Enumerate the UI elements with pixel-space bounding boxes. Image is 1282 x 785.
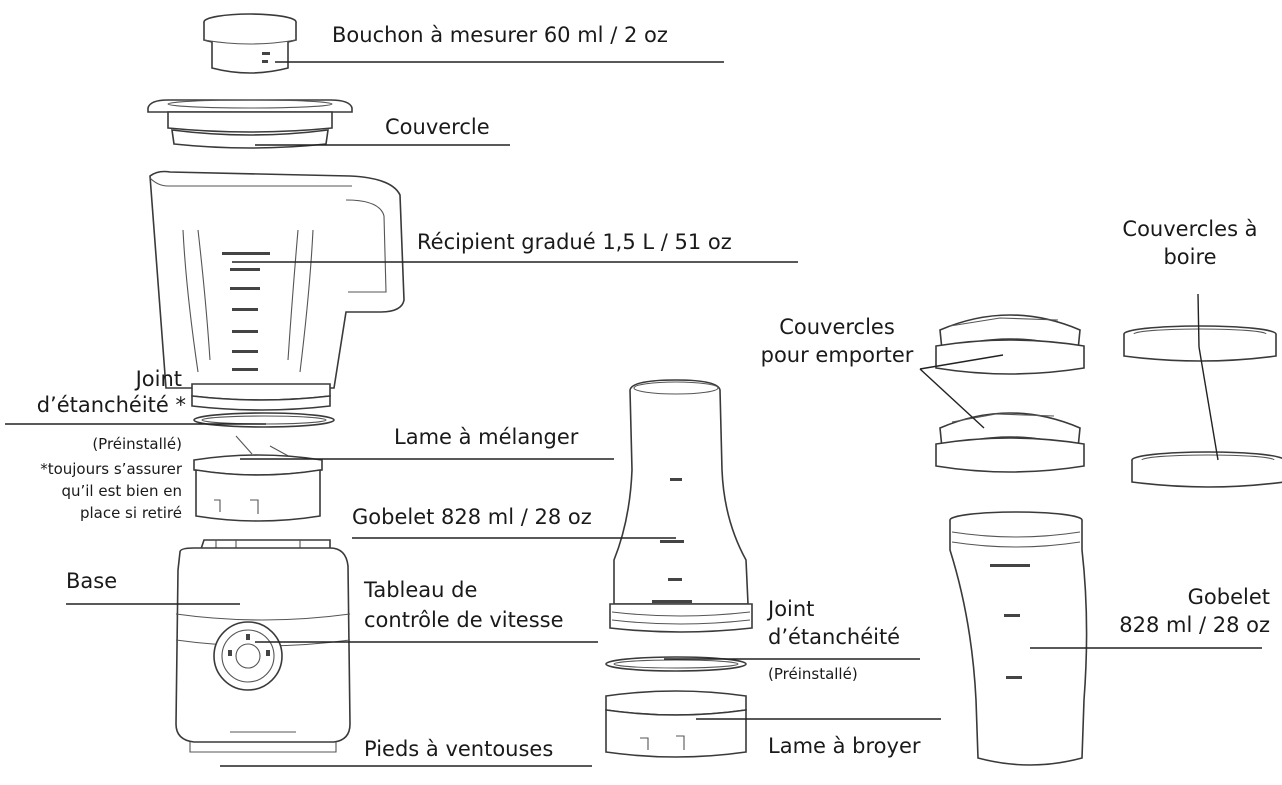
label-grinding-blade: Lame à broyer (768, 733, 921, 759)
label-preinstalled-center: (Préinstallé) (768, 664, 858, 684)
label-note-line1: *toujours s’assurer (20, 459, 182, 479)
label-cup-center: Gobelet 828 ml / 28 oz (352, 504, 592, 530)
label-speed-panel-line1: Tableau de (364, 577, 477, 603)
measuring-cap-illustration (204, 14, 296, 73)
label-note-line2: qu’il est bien en (20, 481, 182, 501)
lid-illustration (148, 100, 352, 148)
label-drinking-lids-line2: boire (1100, 244, 1280, 270)
label-suction-feet: Pieds à ventouses (364, 736, 553, 762)
label-lid: Couvercle (385, 114, 490, 140)
label-travel-lids-line2: pour emporter (752, 342, 922, 368)
jar-seal-illustration (194, 413, 334, 427)
right-cup-illustration (950, 512, 1087, 765)
label-cup-right-line2: 828 ml / 28 oz (1060, 612, 1270, 638)
label-seal-center-line1: Joint (768, 596, 814, 622)
grinding-blade-illustration (606, 691, 746, 757)
base-illustration (176, 540, 350, 752)
label-drinking-lids-line1: Couvercles à (1100, 216, 1280, 242)
label-jar: Récipient gradué 1,5 L / 51 oz (417, 229, 732, 255)
label-travel-lids-line1: Couvercles (752, 314, 922, 340)
label-cup-right-line1: Gobelet (1060, 584, 1270, 610)
jar-illustration (150, 172, 404, 411)
drinking-lid-bottom-illustration (1132, 452, 1282, 487)
label-base: Base (66, 568, 117, 594)
label-seal-left-line1: Joint (20, 366, 182, 392)
label-speed-panel-line2: contrôle de vitesse (364, 607, 564, 633)
label-blending-blade: Lame à mélanger (394, 424, 578, 450)
label-measuring-cap: Bouchon à mesurer 60 ml / 2 oz (332, 22, 668, 48)
label-preinstalled-left: (Préinstallé) (20, 434, 182, 454)
travel-lid-bottom-illustration (936, 413, 1084, 472)
label-seal-left-line2: d’étanchéité * (6, 392, 186, 418)
label-note-line3: place si retiré (20, 503, 182, 523)
center-cup-illustration (610, 380, 752, 632)
travel-lid-top-illustration (936, 315, 1084, 374)
label-seal-center-line2: d’étanchéité (768, 624, 900, 650)
blending-blade-illustration (194, 436, 322, 521)
